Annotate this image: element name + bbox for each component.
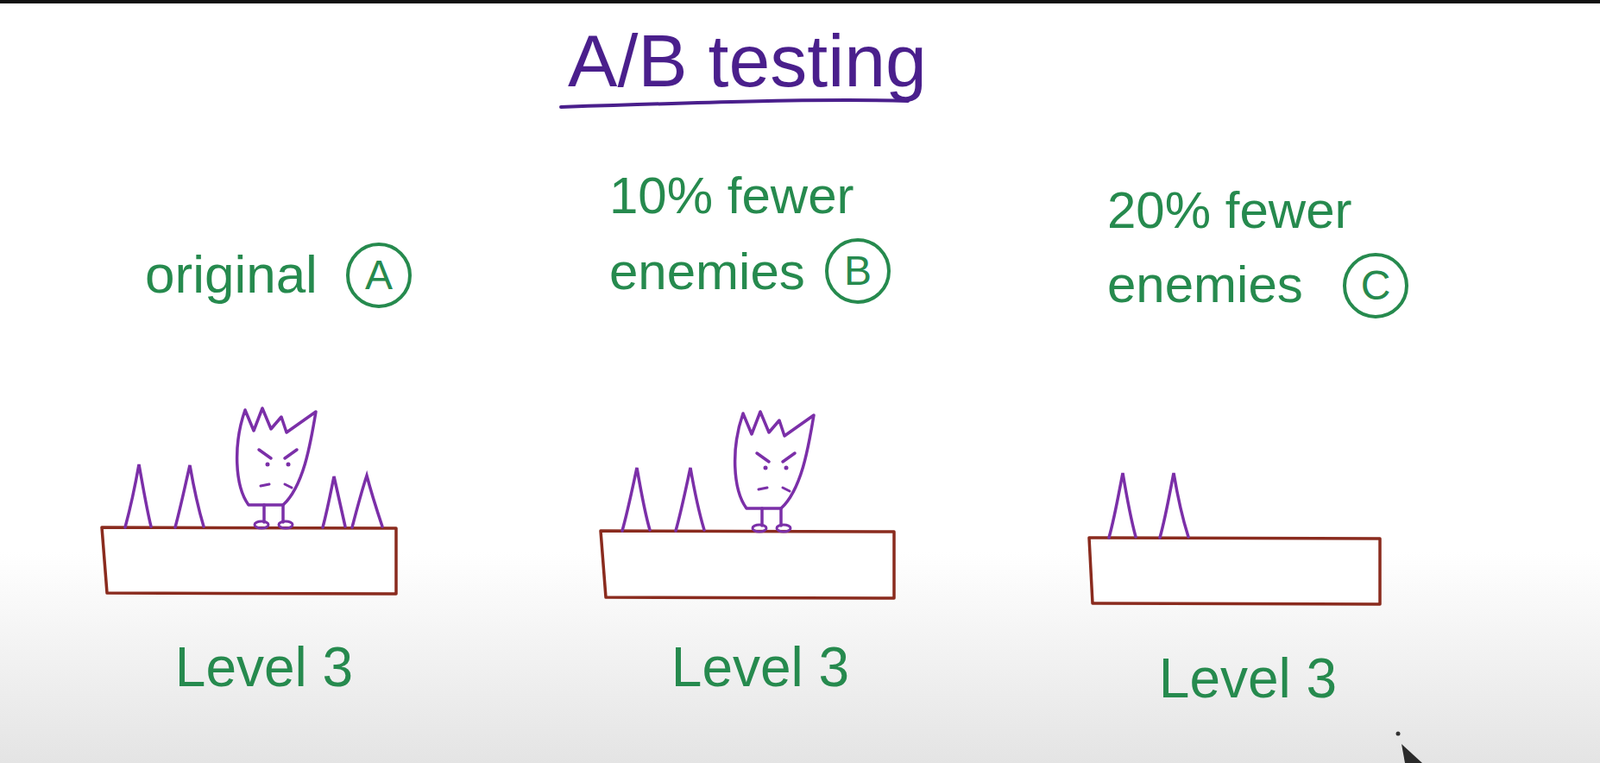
variant-circle: A xyxy=(345,241,413,309)
variant-label: Level 3 xyxy=(175,636,353,699)
variant-circle: B xyxy=(824,237,892,305)
variant-label-box: Level 3 xyxy=(1159,645,1337,712)
variant-label: 10% fewer enemies xyxy=(609,166,854,301)
variant-label-box: Level 3 xyxy=(671,634,850,701)
diagram-title: A/B testing xyxy=(567,18,927,102)
variant-label: Level 3 xyxy=(671,636,850,699)
marker-pointer xyxy=(1396,731,1424,763)
variant-letter: B xyxy=(844,250,872,292)
variant-label-box: original xyxy=(144,242,318,307)
variant-label: Level 3 xyxy=(1159,647,1337,710)
variant-letter: A xyxy=(365,254,393,297)
top-bar xyxy=(0,0,1600,4)
variant-label-box: 20% fewer enemies xyxy=(1107,173,1367,322)
variant-label: original xyxy=(144,244,318,304)
variant-label: 20% fewer enemies xyxy=(1107,181,1352,314)
variant-circle: C xyxy=(1341,251,1410,320)
level-fewer-20 xyxy=(1089,472,1380,605)
variant-label-box: Level 3 xyxy=(175,634,353,701)
variant-letter: C xyxy=(1360,264,1392,307)
diagram-title-box: A/B testing xyxy=(567,16,927,106)
level-fewer-10 xyxy=(600,411,895,599)
level-original xyxy=(101,408,397,594)
